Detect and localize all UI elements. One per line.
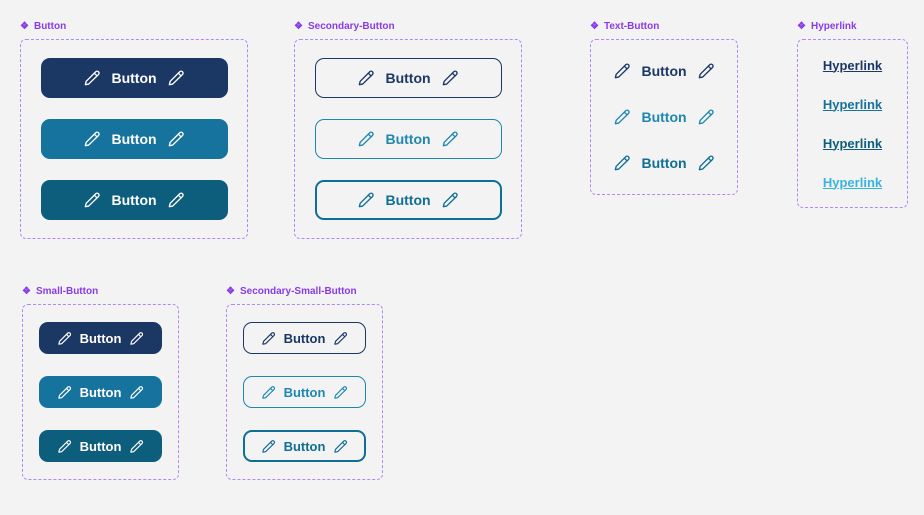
button-label: Button (385, 192, 431, 208)
component-set-header: ❖ Text-Button (590, 21, 738, 32)
hyperlink-blue[interactable]: Hyperlink (822, 96, 883, 112)
pencil-icon (260, 330, 277, 347)
pencil-icon (56, 384, 73, 401)
pencil-icon (696, 153, 716, 173)
secondary-button-teal[interactable]: Button (314, 180, 502, 220)
pencil-icon (440, 129, 460, 149)
pencil-icon (128, 384, 145, 401)
pencil-icon (356, 129, 376, 149)
button-label: Button (79, 438, 122, 454)
component-diamond-icon: ❖ (20, 20, 29, 32)
button-label: Button (111, 192, 157, 208)
component-set-header: ❖ Small-Button (22, 286, 179, 297)
pencil-icon (332, 330, 349, 347)
secondary-button-navy[interactable]: Button (314, 58, 502, 98)
component-set-title: Text-Button (603, 21, 660, 32)
component-set-title: Small-Button (35, 286, 99, 297)
button-label: Button (111, 70, 157, 86)
button-label: Button (385, 131, 431, 147)
secondary-small-button-blue[interactable]: Button (243, 376, 366, 408)
button-label: Button (283, 438, 326, 454)
component-set-button: ❖ Button Button Button (20, 21, 248, 239)
pencil-icon (82, 68, 102, 88)
primary-button-blue[interactable]: Button (40, 119, 228, 159)
pencil-icon (56, 438, 73, 455)
component-frame: Button Button Button (226, 304, 383, 480)
text-button-blue[interactable]: Button (612, 105, 715, 129)
secondary-small-button-teal[interactable]: Button (243, 430, 366, 462)
pencil-icon (260, 438, 277, 455)
pencil-icon (82, 129, 102, 149)
component-set-small-button: ❖ Small-Button Button Button (22, 286, 179, 480)
component-diamond-icon: ❖ (22, 285, 31, 297)
pencil-icon (332, 384, 349, 401)
pencil-icon (56, 330, 73, 347)
component-set-text-button: ❖ Text-Button Button Button (590, 21, 738, 195)
pencil-icon (612, 61, 632, 81)
component-diamond-icon: ❖ (590, 20, 599, 32)
pencil-icon (356, 190, 376, 210)
pencil-icon (166, 68, 186, 88)
component-diamond-icon: ❖ (226, 285, 235, 297)
component-set-title: Secondary-Button (307, 21, 395, 32)
component-frame: Button Button Button (294, 39, 522, 239)
hyperlink-teal-bold[interactable]: Hyperlink (822, 135, 883, 151)
button-label: Button (111, 131, 157, 147)
button-label: Button (641, 109, 687, 125)
button-label: Button (385, 70, 431, 86)
hyperlink-navy[interactable]: Hyperlink (822, 57, 883, 73)
pencil-icon (356, 68, 376, 88)
button-label: Button (79, 384, 122, 400)
pencil-icon (166, 129, 186, 149)
pencil-icon (612, 107, 632, 127)
button-label: Button (79, 330, 122, 346)
pencil-icon (128, 330, 145, 347)
component-set-header: ❖ Hyperlink (797, 21, 908, 32)
pencil-icon (696, 61, 716, 81)
primary-button-navy[interactable]: Button (40, 58, 228, 98)
component-diamond-icon: ❖ (294, 20, 303, 32)
pencil-icon (696, 107, 716, 127)
text-button-teal[interactable]: Button (612, 151, 715, 175)
primary-button-teal[interactable]: Button (40, 180, 228, 220)
pencil-icon (332, 438, 349, 455)
component-set-title: Hyperlink (810, 21, 857, 32)
pencil-icon (128, 438, 145, 455)
button-label: Button (641, 63, 687, 79)
component-set-secondary-button: ❖ Secondary-Button Button Button (294, 21, 522, 239)
component-frame: Button Button Button (22, 304, 179, 480)
pencil-icon (82, 190, 102, 210)
small-button-blue[interactable]: Button (39, 376, 162, 408)
component-set-header: ❖ Secondary-Small-Button (226, 286, 383, 297)
component-set-header: ❖ Secondary-Button (294, 21, 522, 32)
pencil-icon (440, 190, 460, 210)
pencil-icon (612, 153, 632, 173)
hyperlink-cyan[interactable]: Hyperlink (822, 174, 883, 190)
component-set-title: Secondary-Small-Button (239, 286, 357, 297)
button-label: Button (641, 155, 687, 171)
component-set-secondary-small-button: ❖ Secondary-Small-Button Button Button (226, 286, 383, 480)
component-set-title: Button (33, 21, 67, 32)
component-diamond-icon: ❖ (797, 20, 806, 32)
component-frame: Hyperlink Hyperlink Hyperlink Hyperlink (797, 39, 908, 208)
secondary-small-button-navy[interactable]: Button (243, 322, 366, 354)
small-button-teal[interactable]: Button (39, 430, 162, 462)
pencil-icon (440, 68, 460, 88)
component-frame: Button Button Button (20, 39, 248, 239)
button-label: Button (283, 330, 326, 346)
component-set-hyperlink: ❖ Hyperlink Hyperlink Hyperlink Hyperlin… (797, 21, 908, 208)
button-label: Button (283, 384, 326, 400)
component-frame: Button Button Button (590, 39, 738, 195)
pencil-icon (166, 190, 186, 210)
text-button-navy[interactable]: Button (612, 59, 715, 83)
secondary-button-blue[interactable]: Button (314, 119, 502, 159)
component-set-header: ❖ Button (20, 21, 248, 32)
small-button-navy[interactable]: Button (39, 322, 162, 354)
pencil-icon (260, 384, 277, 401)
